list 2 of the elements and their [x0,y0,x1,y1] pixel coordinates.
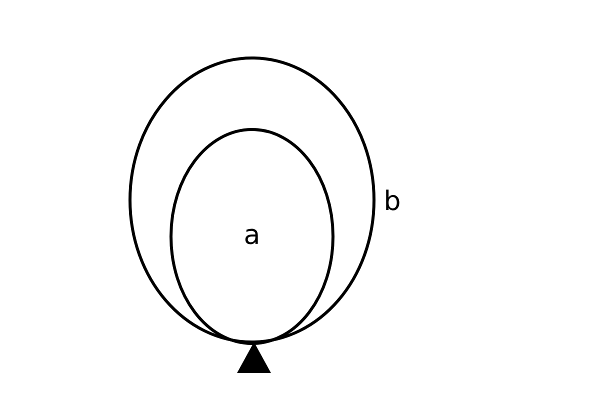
ellipse [128,56,376,344]
ellipse-label: b [386,190,400,210]
